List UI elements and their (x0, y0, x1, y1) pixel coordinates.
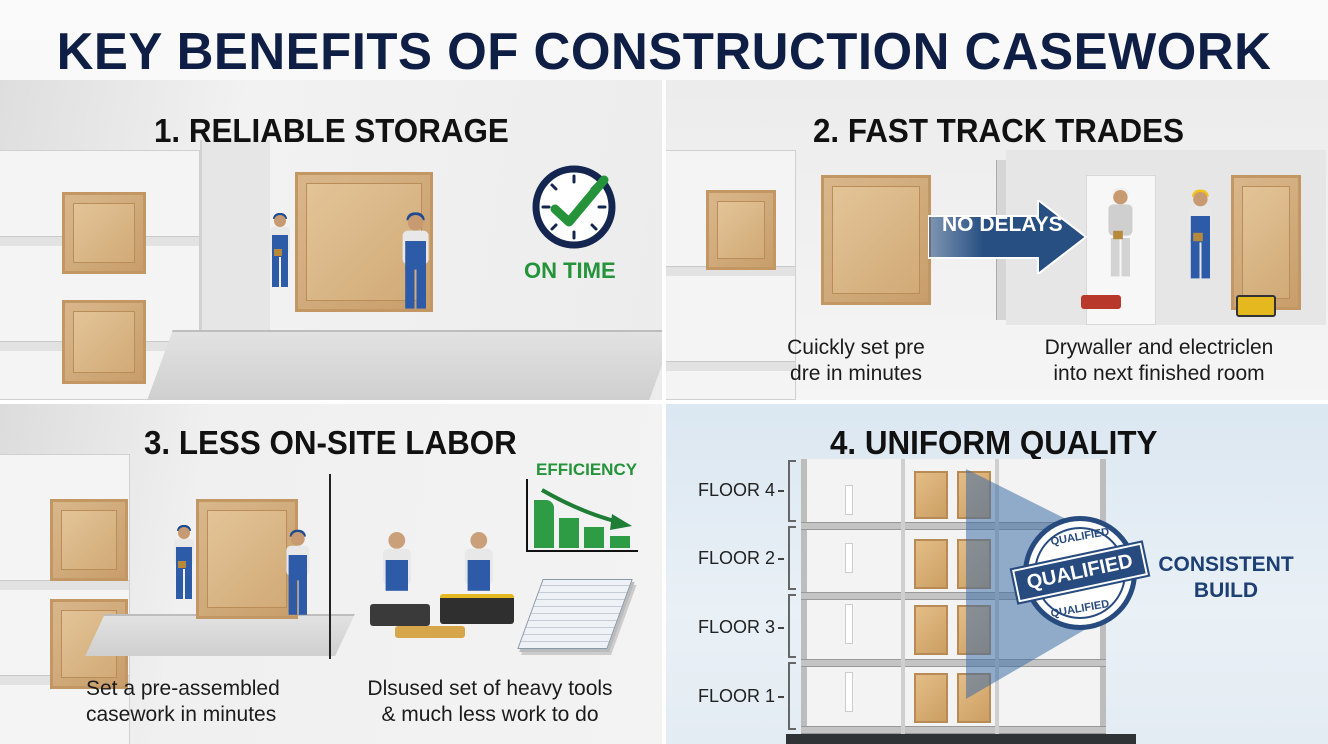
floor-label: FLOOR 3 (698, 617, 776, 637)
panel-title: 1. RELIABLE STORAGE (154, 112, 509, 149)
panel-divider (0, 400, 1328, 404)
cabinet-door (914, 471, 948, 519)
panel-fast-track-trades: NO DELAYS 2. FAST TRACK TRADES Cuickly s… (666, 80, 1328, 400)
floor-label: FLOOR 1 (698, 686, 776, 706)
toolbox-icon (1081, 295, 1121, 309)
toolbox-icon (1236, 295, 1276, 317)
caption-right: Drywaller and electriclen into next fini… (1044, 336, 1274, 385)
tools-icon (395, 626, 465, 638)
casework-cabinet (196, 499, 298, 619)
tool-pile-icon (370, 604, 430, 626)
drywaller-figure (1106, 187, 1137, 286)
no-delays-arrow: NO DELAYS (928, 200, 1088, 274)
electrician-figure (1186, 189, 1217, 288)
panel-title: 4. UNIFORM QUALITY (830, 424, 1158, 461)
floor-label: FLOOR 2 (698, 548, 776, 568)
panel-divider (662, 80, 666, 744)
work-platform (85, 614, 355, 656)
clock-check-icon (530, 162, 620, 252)
caption-left: Set a pre-assembled casework in minutes (86, 677, 280, 726)
seated-worker-figure (462, 532, 498, 616)
work-platform (147, 330, 662, 400)
infographic-title: KEY BENEFITS OF CONSTRUCTION CASEWORK (56, 23, 1272, 81)
consistent-build-label: CONSISTENT BUILD (1158, 553, 1294, 602)
worker-figure (284, 529, 314, 624)
casework-cabinet (295, 172, 433, 312)
caption-left: Cuickly set pre dre in minutes (787, 336, 925, 385)
panel-divider-line (329, 474, 331, 659)
seated-worker-figure (380, 532, 416, 616)
building-foundation (786, 734, 1136, 744)
stored-cabinet (62, 300, 146, 384)
panel-title: 2. FAST TRACK TRADES (813, 112, 1185, 149)
panel-uniform-quality: 4. UNIFORM QUALITY FLOOR 4 FLOOR 2 FLOOR… (666, 404, 1328, 744)
worker-figure (172, 525, 198, 607)
stored-cabinet (62, 192, 146, 274)
paperwork-stack-icon (517, 579, 633, 649)
caption-right: Dlsused set of heavy tools & much less w… (367, 677, 613, 726)
casework-cabinet (821, 175, 931, 305)
on-time-label: ON TIME (524, 258, 616, 283)
toolbox-icon (440, 594, 514, 624)
worker-figure (400, 212, 434, 319)
panel-less-on-site-labor: 3. LESS ON-SITE LABOR EFFICIENCY Set a p… (0, 404, 662, 744)
worker-figure (268, 213, 294, 295)
panel-reliable-storage: 1. RELIABLE STORAGE ON TIME (0, 80, 662, 400)
panel-title: 3. LESS ON-SITE LABOR (144, 424, 517, 461)
floor-label: FLOOR 4 (698, 480, 776, 500)
